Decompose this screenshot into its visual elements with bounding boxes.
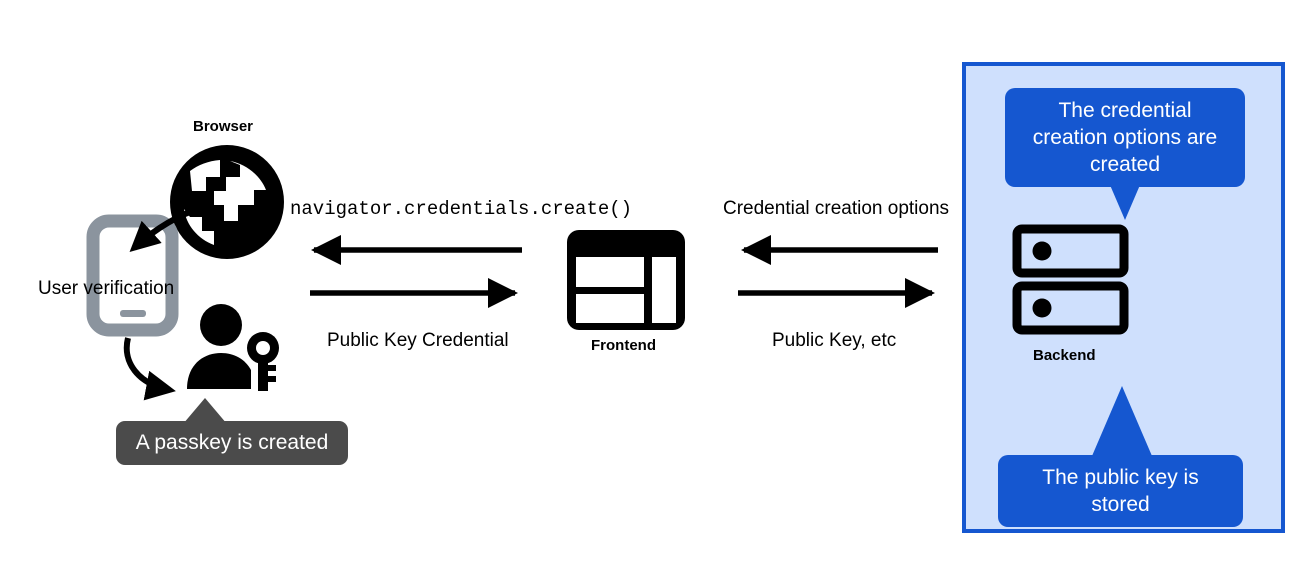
frontend-label: Frontend	[591, 337, 656, 354]
browser-label: Browser	[193, 118, 254, 135]
frontend-backend-arrows	[730, 230, 945, 310]
person-with-key-icon	[183, 303, 288, 393]
message-label-credential-creation-options: Credential creation options	[723, 198, 950, 219]
backend-label: Backend	[1033, 347, 1096, 364]
server-rack-icon	[1012, 224, 1129, 335]
callout-credential-options-created: The credential creation options are crea…	[1005, 88, 1245, 187]
verification-curved-arrows	[60, 140, 320, 410]
callout-public-key-stored: The public key is stored	[998, 455, 1243, 527]
tooltip-tail-icon	[183, 398, 227, 424]
globe-icon	[168, 143, 286, 261]
tooltip-passkey-created: A passkey is created	[116, 421, 348, 465]
message-label-navigator-create: navigator.credentials.create()	[290, 198, 633, 220]
callout-tail-up-icon	[1092, 386, 1152, 456]
window-layout-icon	[567, 230, 685, 330]
message-label-public-key-etc: Public Key, etc	[772, 330, 897, 351]
message-label-public-key-credential: Public Key Credential	[327, 330, 509, 351]
user-verification-label: User verification	[38, 278, 175, 299]
browser-frontend-arrows	[300, 230, 530, 310]
